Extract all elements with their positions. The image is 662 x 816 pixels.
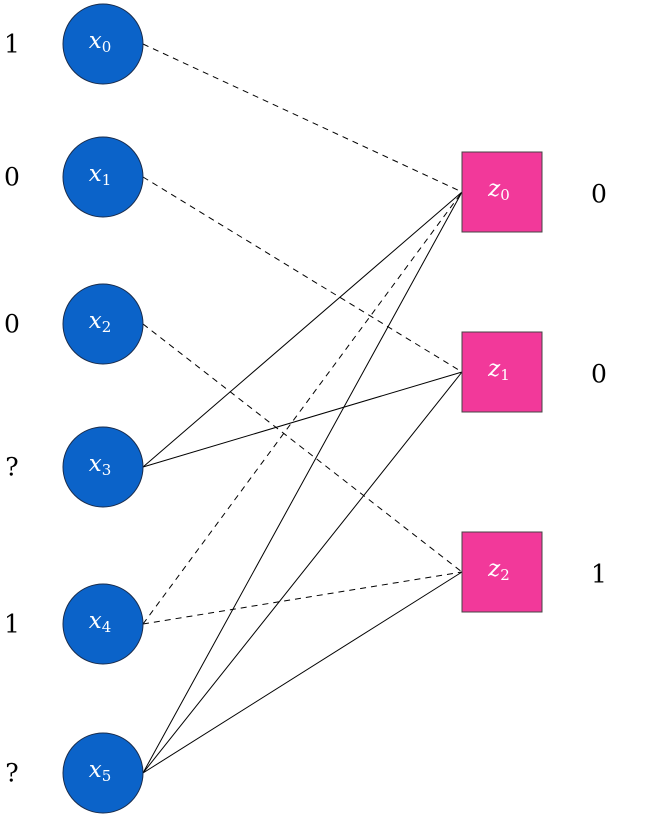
check-node-square <box>461 331 543 413</box>
node-label-subscript: 4 <box>102 618 112 636</box>
node-label-base: z <box>487 556 501 582</box>
node-label-base: x <box>89 161 102 187</box>
values: 1 0 0? 1? 0 0 1 <box>4 30 607 788</box>
variable-value-x5: ? <box>5 759 18 788</box>
check-node-z1: z1 <box>461 331 543 413</box>
check-node-z2: z2 <box>461 531 543 613</box>
node-label-subscript: 3 <box>102 461 112 479</box>
variable-value-x4: 1 <box>4 610 20 639</box>
node-label: x3 <box>89 451 112 479</box>
variable-value-x2: 0 <box>4 310 20 339</box>
node-label: z0 <box>487 176 510 204</box>
variable-node-x4: x4 <box>62 583 144 665</box>
variable-value-x1: 0 <box>4 163 20 192</box>
node-label: x1 <box>89 161 112 189</box>
node-label-base: x <box>89 451 102 477</box>
edge-x0-z0 <box>142 43 463 193</box>
edges <box>142 43 463 774</box>
node-label-subscript: 2 <box>500 566 510 584</box>
node-label: z2 <box>487 556 510 584</box>
variable-node-circle <box>62 583 144 665</box>
check-value-z2: 1 <box>591 560 607 589</box>
variable-node-circle <box>62 136 144 218</box>
variable-node-circle <box>62 3 144 85</box>
variable-value-x0: 1 <box>4 30 20 59</box>
edge-x5-z0 <box>142 191 463 774</box>
variable-value-x3: ? <box>5 453 18 482</box>
variable-node-x3: x3 <box>62 426 144 508</box>
node-label-base: z <box>487 356 501 382</box>
node-label-subscript: 0 <box>500 186 510 204</box>
edge-x3-z1 <box>142 371 463 468</box>
node-label-subscript: 1 <box>500 366 510 384</box>
node-label-base: z <box>487 176 501 202</box>
edge-x5-z1 <box>142 371 463 774</box>
variable-node-x5: x5 <box>62 732 144 814</box>
variable-node-x0: x0 <box>62 3 144 85</box>
node-label-subscript: 2 <box>102 318 112 336</box>
variable-node-x2: x2 <box>62 283 144 365</box>
check-node-z0: z0 <box>461 151 543 233</box>
edge-x2-z2 <box>142 323 463 573</box>
node-label-base: x <box>89 608 102 634</box>
variable-node-circle <box>62 732 144 814</box>
node-label-base: x <box>89 757 102 783</box>
edge-x4-z2 <box>142 571 463 625</box>
edge-x5-z2 <box>142 571 463 774</box>
node-label-base: x <box>89 28 102 54</box>
variable-node-x1: x1 <box>62 136 144 218</box>
check-value-z1: 0 <box>591 360 607 389</box>
node-label-subscript: 1 <box>102 171 112 189</box>
node-label: x4 <box>89 608 112 636</box>
node-label-subscript: 5 <box>102 767 112 785</box>
variable-node-circle <box>62 283 144 365</box>
node-label: x0 <box>89 28 112 56</box>
check-value-z0: 0 <box>591 180 607 209</box>
node-label-subscript: 0 <box>102 38 112 56</box>
check-node-square <box>461 151 543 233</box>
edge-x3-z0 <box>142 191 463 468</box>
node-label: z1 <box>487 356 510 384</box>
check-node-square <box>461 531 543 613</box>
variable-node-circle <box>62 426 144 508</box>
node-label-base: x <box>89 308 102 334</box>
edge-x4-z0 <box>142 191 463 625</box>
node-label: x5 <box>89 757 112 785</box>
edge-x1-z1 <box>142 176 463 373</box>
node-label: x2 <box>89 308 112 336</box>
